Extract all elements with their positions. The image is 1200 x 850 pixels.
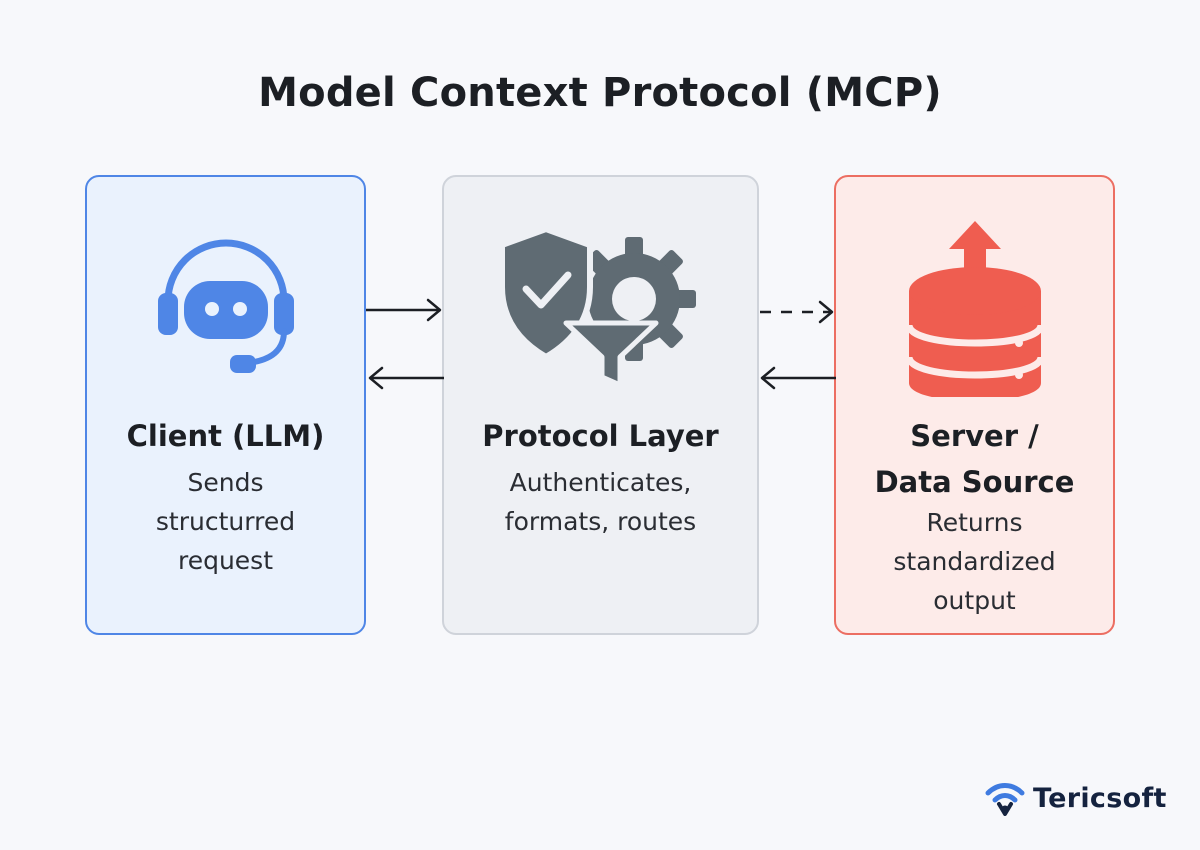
protocol-card: Protocol Layer Authenticates, formats, r… — [442, 175, 759, 635]
protocol-description: Authenticates, formats, routes — [444, 463, 757, 541]
client-heading-line: Client (LLM) — [126, 419, 325, 453]
server-card: Server / Data Source Returns standardize… — [834, 175, 1115, 635]
server-heading-line: Server / — [910, 419, 1039, 453]
wifi-logo-icon — [985, 783, 1025, 816]
brand-logo: Tericsoft — [985, 778, 1167, 818]
protocol-heading-line: Protocol Layer — [482, 419, 719, 453]
protocol-description-line: formats, routes — [504, 507, 697, 536]
brand-name: Tericsoft — [1033, 782, 1167, 814]
client-card: Client (LLM) Sends structurred request — [85, 175, 366, 635]
protocol-heading: Protocol Layer — [444, 413, 757, 459]
arrow-protocol-to-client — [368, 366, 444, 390]
arrow-client-to-protocol — [366, 298, 442, 322]
server-description: Returns standardized output — [836, 503, 1113, 620]
headset-bot-icon — [87, 217, 364, 397]
diagram-title: Model Context Protocol (MCP) — [258, 70, 942, 116]
server-heading-line: Data Source — [874, 465, 1075, 499]
server-description-line: standardized — [893, 547, 1056, 576]
shield-gear-funnel-icon — [444, 217, 757, 397]
client-heading: Client (LLM) — [87, 413, 364, 459]
database-upload-icon — [836, 217, 1113, 397]
client-description-line: Sends — [187, 468, 264, 497]
server-description-line: Returns — [926, 508, 1023, 537]
server-heading: Server / Data Source — [836, 413, 1113, 505]
client-description: Sends structurred request — [87, 463, 364, 580]
server-description-line: output — [933, 586, 1016, 615]
arrow-protocol-to-server-dashed — [760, 300, 834, 324]
client-description-line: request — [177, 546, 274, 575]
protocol-description-line: Authenticates, — [509, 468, 692, 497]
arrow-server-to-protocol — [760, 366, 836, 390]
client-description-line: structurred — [155, 507, 296, 536]
